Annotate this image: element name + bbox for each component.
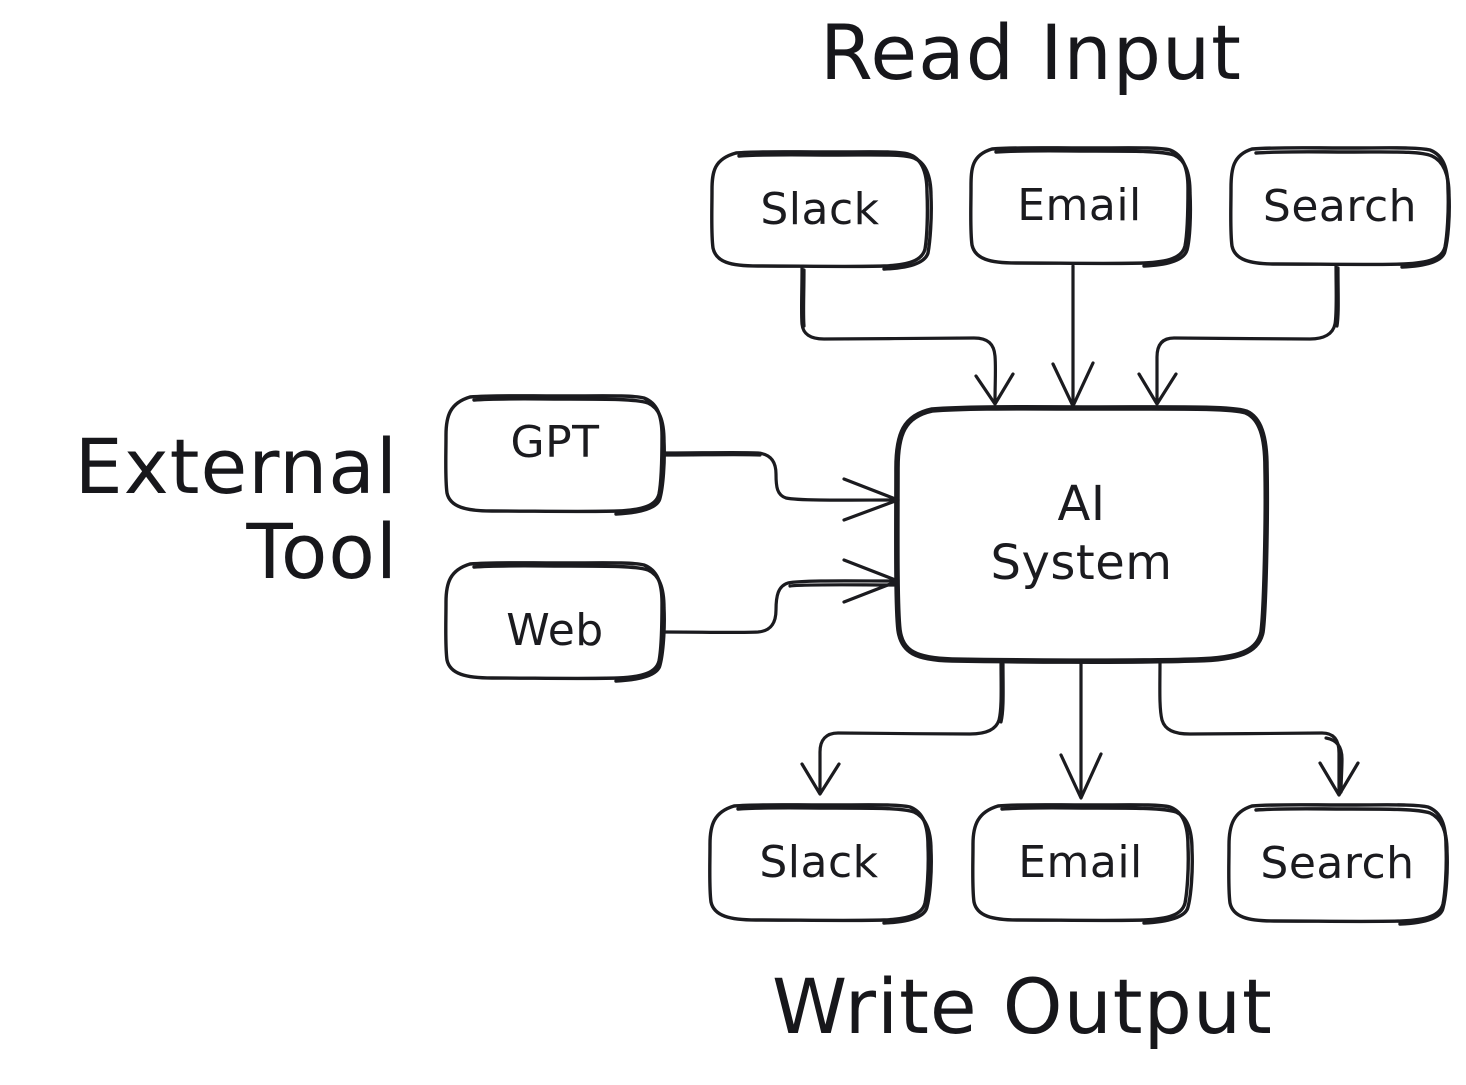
edge-slack-to-ai — [799, 266, 1015, 406]
edge-search-to-ai — [1137, 264, 1340, 406]
output-slack-box-outline — [708, 803, 933, 925]
input-search-box-outline — [1229, 146, 1451, 269]
input-search-node[interactable] — [1231, 148, 1449, 264]
tool-gpt-node[interactable] — [446, 396, 664, 511]
edge-gpt-to-ai — [662, 450, 900, 522]
edge-ai-to-slack — [800, 660, 1005, 796]
edge-ai-to-email — [1059, 660, 1103, 800]
output-search-box-outline — [1227, 803, 1449, 926]
input-slack-node[interactable] — [712, 152, 928, 266]
external-tool-title: External Tool — [74, 422, 398, 597]
input-email-box-outline — [969, 146, 1193, 268]
output-email-box-outline — [971, 803, 1194, 925]
output-email-node[interactable] — [973, 805, 1188, 920]
ai-system-node[interactable] — [897, 408, 1266, 660]
tool-web-box-outline — [444, 561, 666, 683]
edge-email-to-ai — [1051, 264, 1095, 408]
write-output-title: Write Output — [772, 962, 1273, 1051]
read-input-title: Read Input — [820, 8, 1242, 97]
output-search-node[interactable] — [1229, 805, 1446, 921]
tool-gpt-box-outline — [444, 394, 666, 516]
edge-web-to-ai — [662, 558, 900, 635]
input-email-node[interactable] — [971, 148, 1188, 263]
output-slack-node[interactable] — [710, 805, 928, 920]
input-slack-box-outline — [710, 150, 933, 271]
ai-system-box-outline — [894, 405, 1270, 664]
tool-web-node[interactable] — [446, 563, 664, 678]
edge-ai-to-search — [1158, 660, 1360, 797]
